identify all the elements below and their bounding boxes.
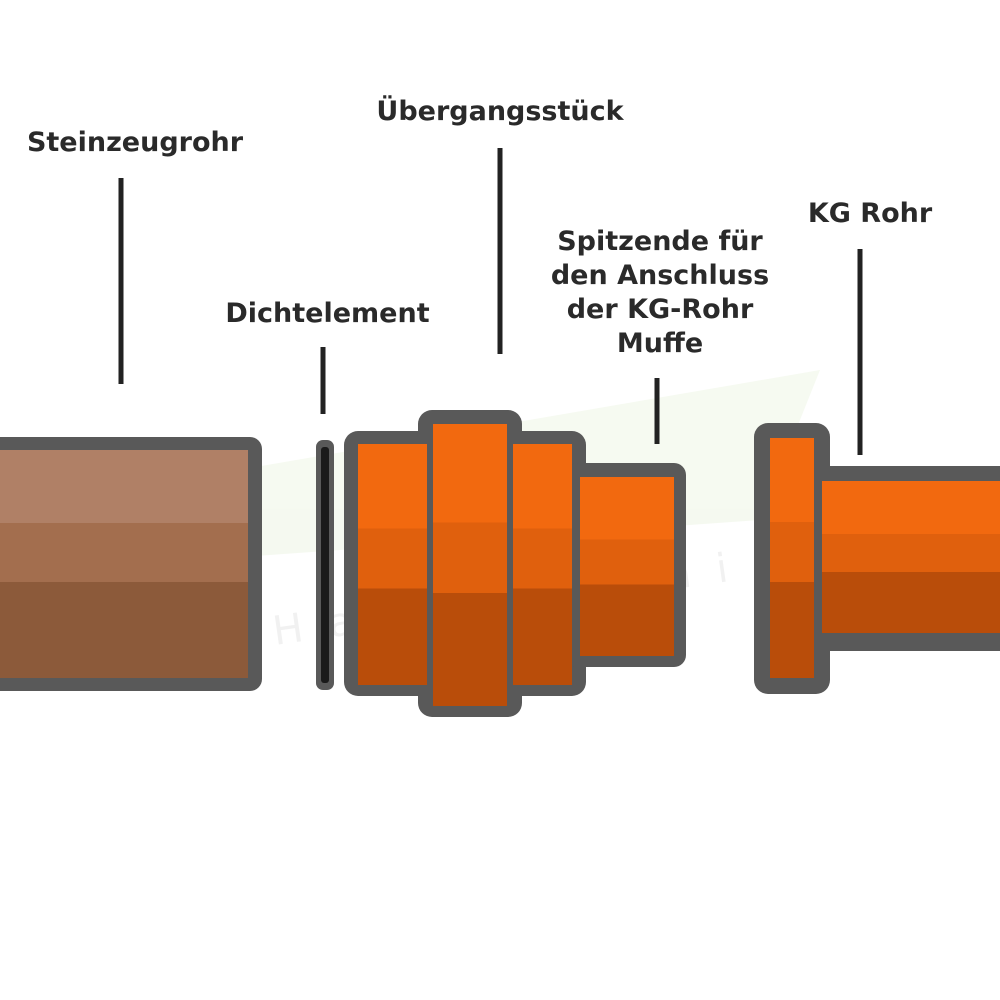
label-spitzende-line-2: den Anschluss: [550, 260, 770, 291]
kg-rohr-pipe: [754, 423, 1000, 694]
dichtelement-seal: [316, 440, 334, 690]
leader-lines: [118, 148, 863, 455]
label-kg-rohr: KG Rohr: [807, 198, 933, 229]
label-steinzeugrohr: Steinzeugrohr: [26, 127, 244, 158]
label-spitzende: Spitzende für den Anschluss der KG-Rohr …: [540, 225, 780, 361]
label-spitzende-line-1: Spitzende für: [557, 226, 763, 257]
label-dichtelement: Dichtelement: [225, 298, 430, 329]
label-spitzende-line-4: Muffe: [616, 328, 704, 359]
uebergangsstueck-piece: [344, 410, 686, 717]
label-uebergangsstueck: Übergangsstück: [376, 96, 624, 127]
steinzeugrohr-pipe: [0, 437, 262, 691]
label-spitzende-line-3: der KG-Rohr: [566, 294, 754, 325]
